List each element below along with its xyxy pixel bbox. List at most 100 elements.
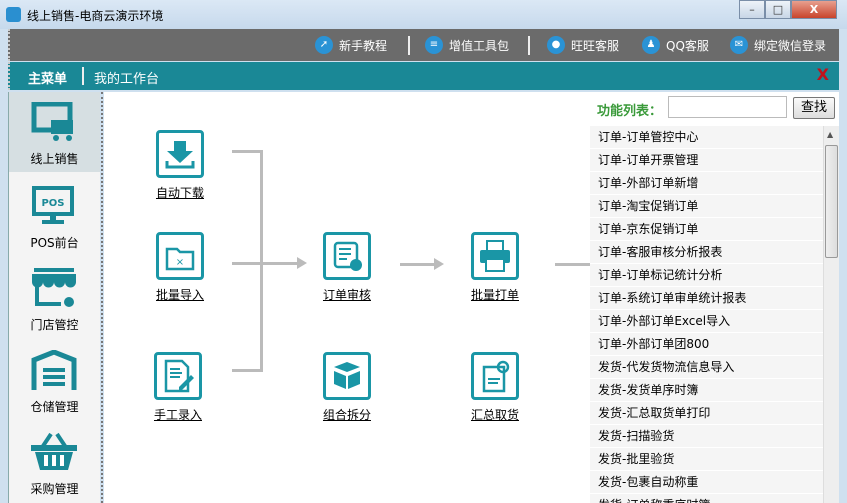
sidebar-item-store[interactable]: 门店管控 [9,258,100,338]
node-combine-split[interactable]: 组合拆分 [302,352,392,423]
minimize-button[interactable]: – [739,0,765,19]
list-item[interactable]: 订单-订单管控中心 [590,126,823,149]
main-menu-tab[interactable]: 主菜单 [28,72,68,87]
list-item[interactable]: 发货-扫描验货 [590,425,823,448]
node-summary-pick[interactable]: 汇总取货 [450,352,540,423]
connector [262,262,298,265]
boxes-icon [323,352,371,400]
function-search-input[interactable] [668,96,787,118]
connector [232,150,262,153]
list-item[interactable]: 订单-订单开票管理 [590,149,823,172]
toolbar: ➚ 新手教程 ≡ 增值工具包 ● 旺旺客服 ♟ QQ客服 ✉绑定微信登录 [8,29,839,61]
printer-icon [471,232,519,280]
sidebar: 线上销售 POS POS前台 门店管控 仓储管理 采购管理 [8,92,100,503]
list-item[interactable]: 订单-系统订单审单统计报表 [590,287,823,310]
svg-text:POS: POS [41,198,64,209]
rocket-icon: ➚ [315,36,333,54]
svg-text:×: × [176,257,184,268]
node-order-review[interactable]: 订单审核 [302,232,392,303]
list-item[interactable]: 发货-订单称重序时簿 [590,494,823,503]
function-list-label: 功能列表： [597,104,663,119]
node-manual-entry[interactable]: 手工录入 [133,352,223,423]
edit-document-icon [154,352,202,400]
sidebar-label: 仓储管理 [30,400,79,414]
maximize-button[interactable]: □ [765,0,791,19]
list-item[interactable]: 订单-外部订单Excel导入 [590,310,823,333]
wangwang-icon: ● [547,36,565,54]
arrow-icon [297,257,307,269]
function-list: 订单-订单管控中心订单-订单开票管理订单-外部订单新增订单-淘宝促销订单订单-京… [590,126,823,503]
node-batch-print[interactable]: 批量打单 [450,232,540,303]
warehouse-icon [31,350,77,390]
node-label[interactable]: 订单审核 [322,288,371,302]
tutorial-button[interactable]: ➚ 新手教程 [315,36,387,54]
wechat-login-button[interactable]: ✉绑定微信登录 [730,36,826,54]
toolkit-icon: ≡ [425,36,443,54]
list-item[interactable]: 订单-订单标记统计分析 [590,264,823,287]
qq-button[interactable]: ♟ QQ客服 [642,36,709,54]
close-tab-icon[interactable]: X [816,65,829,84]
function-list-panel: 功能列表： 查找 订单-订单管控中心订单-订单开票管理订单-外部订单新增订单-淘… [590,92,839,503]
wechat-icon: ✉ [730,36,748,54]
scrollbar[interactable]: ▲ [823,126,839,503]
arrow-icon [434,258,444,270]
sidebar-label: 门店管控 [30,318,79,332]
list-item[interactable]: 发货-代发货物流信息导入 [590,356,823,379]
window-title: 线上销售-电商云演示环境 [27,9,164,23]
sidebar-item-warehouse[interactable]: 仓储管理 [9,340,100,420]
close-button[interactable]: X [791,0,837,19]
separator [528,36,530,55]
node-label[interactable]: 汇总取货 [470,408,519,422]
node-label[interactable]: 手工录入 [153,408,202,422]
wangwang-button[interactable]: ● 旺旺客服 [547,36,619,54]
sidebar-item-purchase[interactable]: 采购管理 [9,422,100,502]
sidebar-item-online-sales[interactable]: 线上销售 [9,92,100,172]
workflow-area: 自动下载 × 批量导入 手工录入 订单审核 组合拆分 批量打单 汇总取货 [104,92,590,503]
pos-monitor-icon: POS [32,186,74,224]
qq-label: QQ客服 [666,38,709,53]
list-item[interactable]: 订单-淘宝促销订单 [590,195,823,218]
list-item[interactable]: 发货-汇总取货单打印 [590,402,823,425]
node-label[interactable]: 自动下载 [155,186,204,200]
sidebar-label: POS前台 [30,236,79,250]
connector [400,263,434,266]
toolkit-label: 增值工具包 [449,38,510,53]
scroll-thumb[interactable] [825,145,838,258]
connector [260,150,263,372]
basket-icon [31,432,77,470]
node-batch-import[interactable]: × 批量导入 [135,232,225,303]
app-icon [6,7,21,22]
splitter[interactable] [101,92,103,503]
search-button[interactable]: 查找 [793,97,835,119]
tutorial-label: 新手教程 [339,38,388,53]
sidebar-label: 线上销售 [30,152,79,166]
order-review-icon [323,232,371,280]
window-border [839,29,847,503]
node-label[interactable]: 批量打单 [470,288,519,302]
toolkit-button[interactable]: ≡ 增值工具包 [425,36,509,54]
sidebar-label: 采购管理 [30,482,79,496]
separator [82,67,84,85]
node-label[interactable]: 批量导入 [155,288,204,302]
qq-icon: ♟ [642,36,660,54]
node-auto-download[interactable]: 自动下载 [135,130,225,201]
list-item[interactable]: 订单-外部订单新增 [590,172,823,195]
list-item[interactable]: 订单-客服审核分析报表 [590,241,823,264]
list-item[interactable]: 订单-京东促销订单 [590,218,823,241]
store-gear-icon [32,268,76,307]
separator [408,36,410,55]
list-item[interactable]: 订单-外部订单团800 [590,333,823,356]
title-bar: 线上销售-电商云演示环境 – □ X [0,0,847,29]
list-item[interactable]: 发货-批里验货 [590,448,823,471]
monitor-cart-icon [31,102,73,141]
connector [232,369,262,372]
node-label[interactable]: 组合拆分 [322,408,371,422]
connector [555,263,590,266]
scroll-up-icon[interactable]: ▲ [827,130,834,139]
list-item[interactable]: 发货-发货单序时簿 [590,379,823,402]
menu-bar: 主菜单 我的工作台 X [8,62,839,90]
workbench-tab[interactable]: 我的工作台 [94,72,160,87]
sidebar-item-pos[interactable]: POS POS前台 [9,176,100,256]
list-item[interactable]: 发货-包裹自动称重 [590,471,823,494]
wangwang-label: 旺旺客服 [571,38,620,53]
